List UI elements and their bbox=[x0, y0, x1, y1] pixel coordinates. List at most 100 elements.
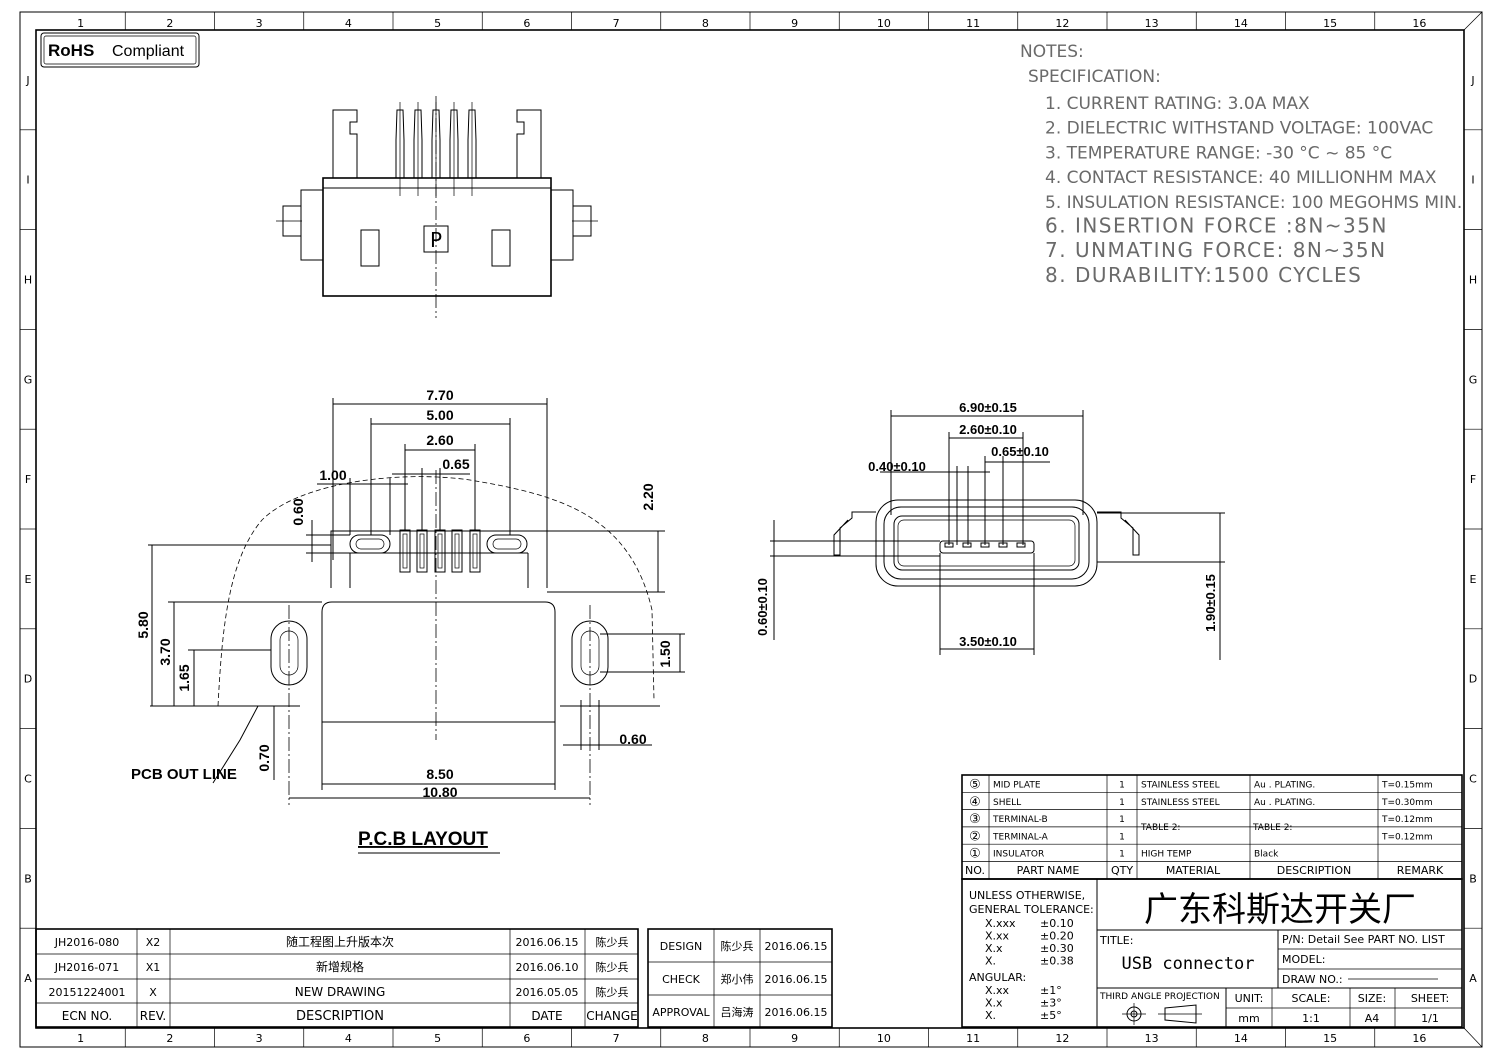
front-dim-0-40: 0.40±0.10 bbox=[868, 459, 926, 474]
front-view: 6.90±0.15 2.60±0.10 0.65±0.10 0.40±0.10 … bbox=[755, 400, 1225, 660]
approval-role: DESIGN bbox=[660, 940, 702, 953]
title-block: UNLESS OTHERWISE, GENERAL TOLERANCE: X.x… bbox=[961, 878, 1463, 1028]
rohs-badge: RoHS Compliant bbox=[40, 32, 200, 68]
dim-0-60-horizontal: 0.60 bbox=[619, 731, 646, 747]
frame-row-label: H bbox=[24, 274, 32, 287]
frame-col-label: 9 bbox=[791, 17, 798, 30]
pcb-dimension-texts: 7.70 5.00 2.60 0.65 1.00 0.60 2.20 5.80 … bbox=[131, 387, 673, 850]
pcb-signal-pads bbox=[399, 529, 481, 573]
approval-name: 吕海涛 bbox=[721, 1005, 754, 1019]
revision-ecn: ECN NO. bbox=[62, 1009, 113, 1023]
front-dim-0-65: 0.65±0.10 bbox=[991, 444, 1049, 459]
scale-value: 1:1 bbox=[1302, 1012, 1320, 1025]
revision-rev: REV. bbox=[140, 1009, 166, 1023]
part-number: P/N: Detail See PART NO. LIST bbox=[1282, 933, 1445, 946]
frame-col-label: 15 bbox=[1323, 1032, 1337, 1045]
tolerance-line2: GENERAL TOLERANCE: bbox=[969, 903, 1094, 916]
approval-name: 陈少兵 bbox=[721, 939, 754, 953]
frame-col-label: 13 bbox=[1145, 17, 1159, 30]
angular-value: ±5° bbox=[1040, 1009, 1062, 1022]
approval-role: CHECK bbox=[662, 973, 701, 986]
scale-label: SCALE: bbox=[1292, 992, 1331, 1005]
tolerance-rows: X.xxx±0.10X.xx±0.20X.x±0.30X.±0.38 bbox=[985, 917, 1074, 968]
unit-label: UNIT: bbox=[1235, 992, 1264, 1005]
tolerance-value: ±0.38 bbox=[1040, 955, 1074, 968]
front-dimension-lines bbox=[770, 410, 1225, 660]
note-item: 8. DURABILITY:1500 CYCLES bbox=[1045, 263, 1362, 287]
revision-ecn: 20151224001 bbox=[49, 986, 126, 999]
title-text: USB connector bbox=[1121, 954, 1254, 974]
frame-row-label: A bbox=[24, 972, 32, 985]
bom-qty: 1 bbox=[1119, 832, 1125, 842]
projection-label: THIRD ANGLE PROJECTION bbox=[1099, 992, 1220, 1002]
bom-remark: T=0.12mm bbox=[1381, 832, 1433, 842]
tolerance-value: ±0.30 bbox=[1040, 942, 1074, 955]
frame-row-label: D bbox=[24, 673, 32, 686]
note-item: 3. TEMPERATURE RANGE: -30 °C ~ 85 °C bbox=[1045, 143, 1392, 163]
frame-row-label: J bbox=[25, 74, 29, 87]
frame-col-label: 2 bbox=[166, 17, 173, 30]
bom-desc: Au . PLATING. bbox=[1254, 781, 1315, 791]
frame-col-label: 4 bbox=[345, 1032, 352, 1045]
bom-no: ④ bbox=[969, 795, 981, 810]
revision-desc: 新增规格 bbox=[316, 959, 364, 974]
tolerance-key: X. bbox=[985, 955, 996, 968]
sheet-value: 1/1 bbox=[1421, 1012, 1439, 1025]
notes-block: NOTES: SPECIFICATION: 1. CURRENT RATING:… bbox=[1020, 42, 1462, 287]
frame-col-label: 4 bbox=[345, 17, 352, 30]
bom-qty: 1 bbox=[1119, 798, 1125, 808]
bom-header-remark: REMARK bbox=[1397, 864, 1444, 877]
front-dim-6-90: 6.90±0.15 bbox=[959, 400, 1017, 415]
bom-part: TERMINAL-A bbox=[992, 832, 1049, 842]
frame-col-label: 10 bbox=[877, 1032, 891, 1045]
revision-change: 陈少兵 bbox=[596, 935, 629, 949]
bom-header-part: PART NAME bbox=[1017, 864, 1080, 877]
frame-col-label: 7 bbox=[613, 1032, 620, 1045]
frame-row-label: E bbox=[25, 573, 32, 586]
bom-desc: Black bbox=[1254, 850, 1279, 860]
tolerance-value: ±0.10 bbox=[1040, 917, 1074, 930]
revision-change: 陈少兵 bbox=[596, 960, 629, 974]
frame-row-label: B bbox=[1469, 872, 1477, 885]
angular-key: X.xx bbox=[985, 984, 1010, 997]
bom-no: ② bbox=[969, 829, 981, 844]
frame-col-label: 3 bbox=[256, 17, 263, 30]
front-dim-0-60: 0.60±0.10 bbox=[755, 578, 770, 636]
frame-col-label: 7 bbox=[613, 17, 620, 30]
bom-remark: T=0.30mm bbox=[1381, 798, 1433, 808]
frame-row-label: I bbox=[26, 174, 29, 187]
top-view: P bbox=[276, 96, 598, 318]
dim-0-60-vertical: 0.60 bbox=[290, 498, 306, 525]
bom-remark: T=0.12mm bbox=[1381, 815, 1433, 825]
tolerance-value: ±0.20 bbox=[1040, 930, 1074, 943]
frame-col-label: 11 bbox=[966, 17, 980, 30]
bom-part: INSULATOR bbox=[993, 850, 1044, 860]
bom-header-no: NO. bbox=[965, 864, 985, 877]
frame-col-label: 12 bbox=[1055, 1032, 1069, 1045]
angular-label: ANGULAR: bbox=[969, 971, 1026, 984]
dim-3-70: 3.70 bbox=[157, 638, 173, 665]
approval-role: APPROVAL bbox=[652, 1006, 710, 1019]
dim-1-00: 1.00 bbox=[319, 467, 346, 483]
frame-col-label: 2 bbox=[166, 1032, 173, 1045]
revision-date: 2016.06.10 bbox=[516, 961, 579, 974]
model-label: MODEL: bbox=[1282, 953, 1325, 966]
revision-date: 2016.05.05 bbox=[516, 986, 579, 999]
unit-value: mm bbox=[1238, 1012, 1259, 1025]
frame-col-label: 15 bbox=[1323, 17, 1337, 30]
frame-col-label: 6 bbox=[523, 17, 530, 30]
rohs-bold: RoHS bbox=[48, 41, 94, 60]
frame-row-label: B bbox=[24, 872, 32, 885]
bom-qty: 1 bbox=[1119, 781, 1125, 791]
frame-row-label: I bbox=[1471, 174, 1474, 187]
front-dim-3-50: 3.50±0.10 bbox=[959, 634, 1017, 649]
sheet-label: SHEET: bbox=[1411, 992, 1449, 1005]
dim-2-60: 2.60 bbox=[426, 432, 453, 448]
tolerance-key: X.x bbox=[985, 942, 1003, 955]
